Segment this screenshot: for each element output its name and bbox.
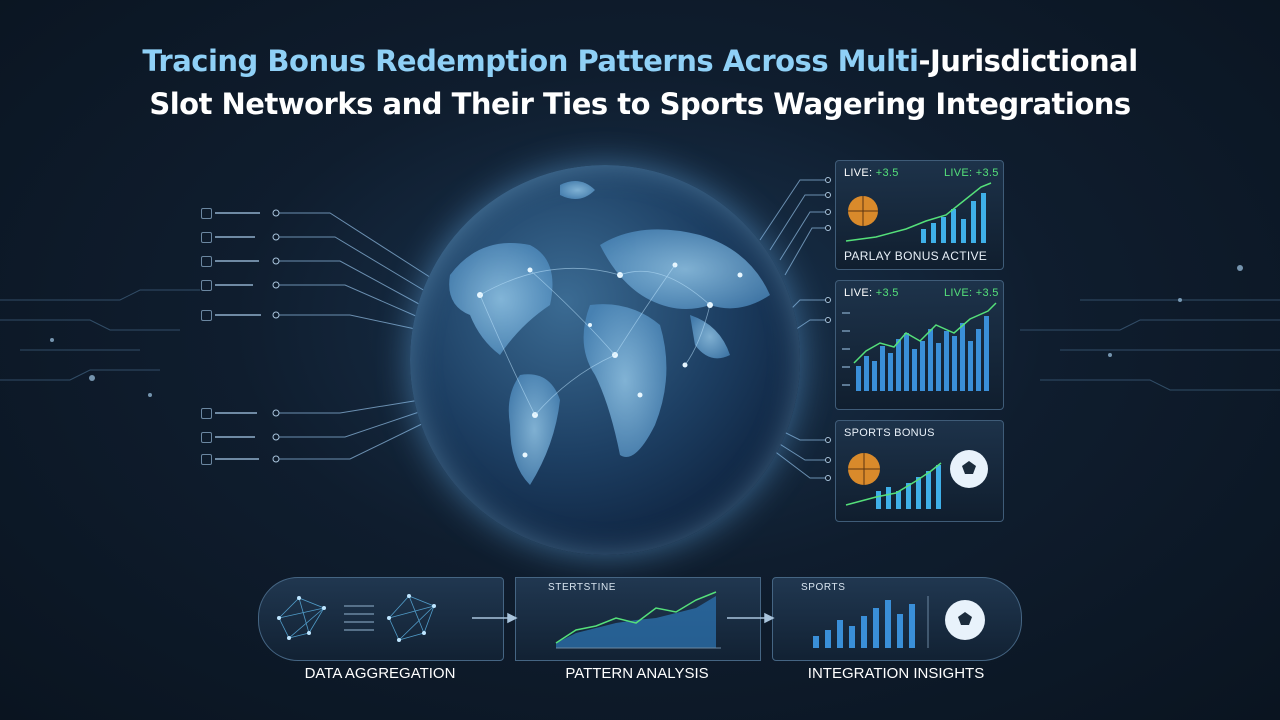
live-value: +3.5 — [875, 287, 899, 299]
sports-bonus-caption: SPORTS BONUS — [844, 427, 935, 439]
page-title: Tracing Bonus Redemption Patterns Across… — [0, 40, 1280, 126]
list-icon — [201, 408, 212, 419]
network-graph-icon — [277, 594, 436, 642]
list-icon — [201, 280, 212, 291]
flow-step-pattern-analysis: STERTSTINE — [515, 577, 761, 661]
flow-label-pattern-analysis: PATTERN ANALYSIS — [565, 665, 709, 682]
live-odds-panel: LIVE: +3.5 LIVE: +3.5 — [835, 280, 1004, 410]
right-connector-nodes — [825, 177, 831, 481]
box-title: STERTSTINE — [548, 582, 617, 593]
live-value: +3.5 — [875, 167, 899, 179]
live-odds-left: LIVE: +3.5 — [844, 167, 899, 179]
live-label: LIVE: — [844, 167, 876, 179]
live-odds-right: LIVE: +3.5 — [944, 287, 999, 299]
live-odds-left: LIVE: +3.5 — [844, 287, 899, 299]
parlay-bonus-panel: LIVE: +3.5 LIVE: +3.5 PARLAY BONUS ACTIV… — [835, 160, 1004, 270]
background-circuit-left — [0, 289, 200, 381]
sports-bonus-panel: SPORTS BONUS — [835, 420, 1004, 522]
list-icon — [201, 310, 212, 321]
list-icon — [201, 454, 212, 465]
title-line-1: Tracing Bonus Redemption Patterns Across… — [0, 40, 1280, 83]
flow-step-integration-insights: SPORTS — [772, 577, 1022, 661]
title-rest: -Jurisdictional — [918, 44, 1138, 78]
left-connector-lines — [276, 212, 451, 460]
bar-chart-graphic — [845, 450, 988, 509]
left-connector-nodes — [272, 209, 280, 463]
bar-chart-graphic — [813, 596, 985, 648]
bokeh-dots — [50, 265, 1243, 397]
bar-chart-graphic — [842, 302, 997, 391]
box-title: SPORTS — [801, 582, 846, 593]
title-line-2: Slot Networks and Their Ties to Sports W… — [149, 87, 1131, 121]
list-icon — [201, 232, 212, 243]
flow-label-data-aggregation: DATA AGGREGATION — [304, 665, 456, 682]
list-icon — [201, 432, 212, 443]
bar-chart-graphic — [845, 182, 992, 243]
flow-step-data-aggregation — [258, 577, 504, 661]
globe — [410, 165, 800, 555]
world-map — [449, 181, 770, 485]
parlay-caption: PARLAY BONUS ACTIVE — [844, 249, 988, 263]
live-label: LIVE: — [844, 287, 876, 299]
area-chart-graphic — [555, 591, 721, 649]
title-highlight: Tracing Bonus Redemption Patterns Across… — [142, 44, 919, 78]
list-text-lines — [215, 212, 261, 460]
flow-label-integration-insights: INTEGRATION INSIGHTS — [807, 665, 985, 682]
list-icon — [201, 208, 212, 219]
live-odds-right: LIVE: +3.5 — [944, 167, 999, 179]
list-icon — [201, 256, 212, 267]
